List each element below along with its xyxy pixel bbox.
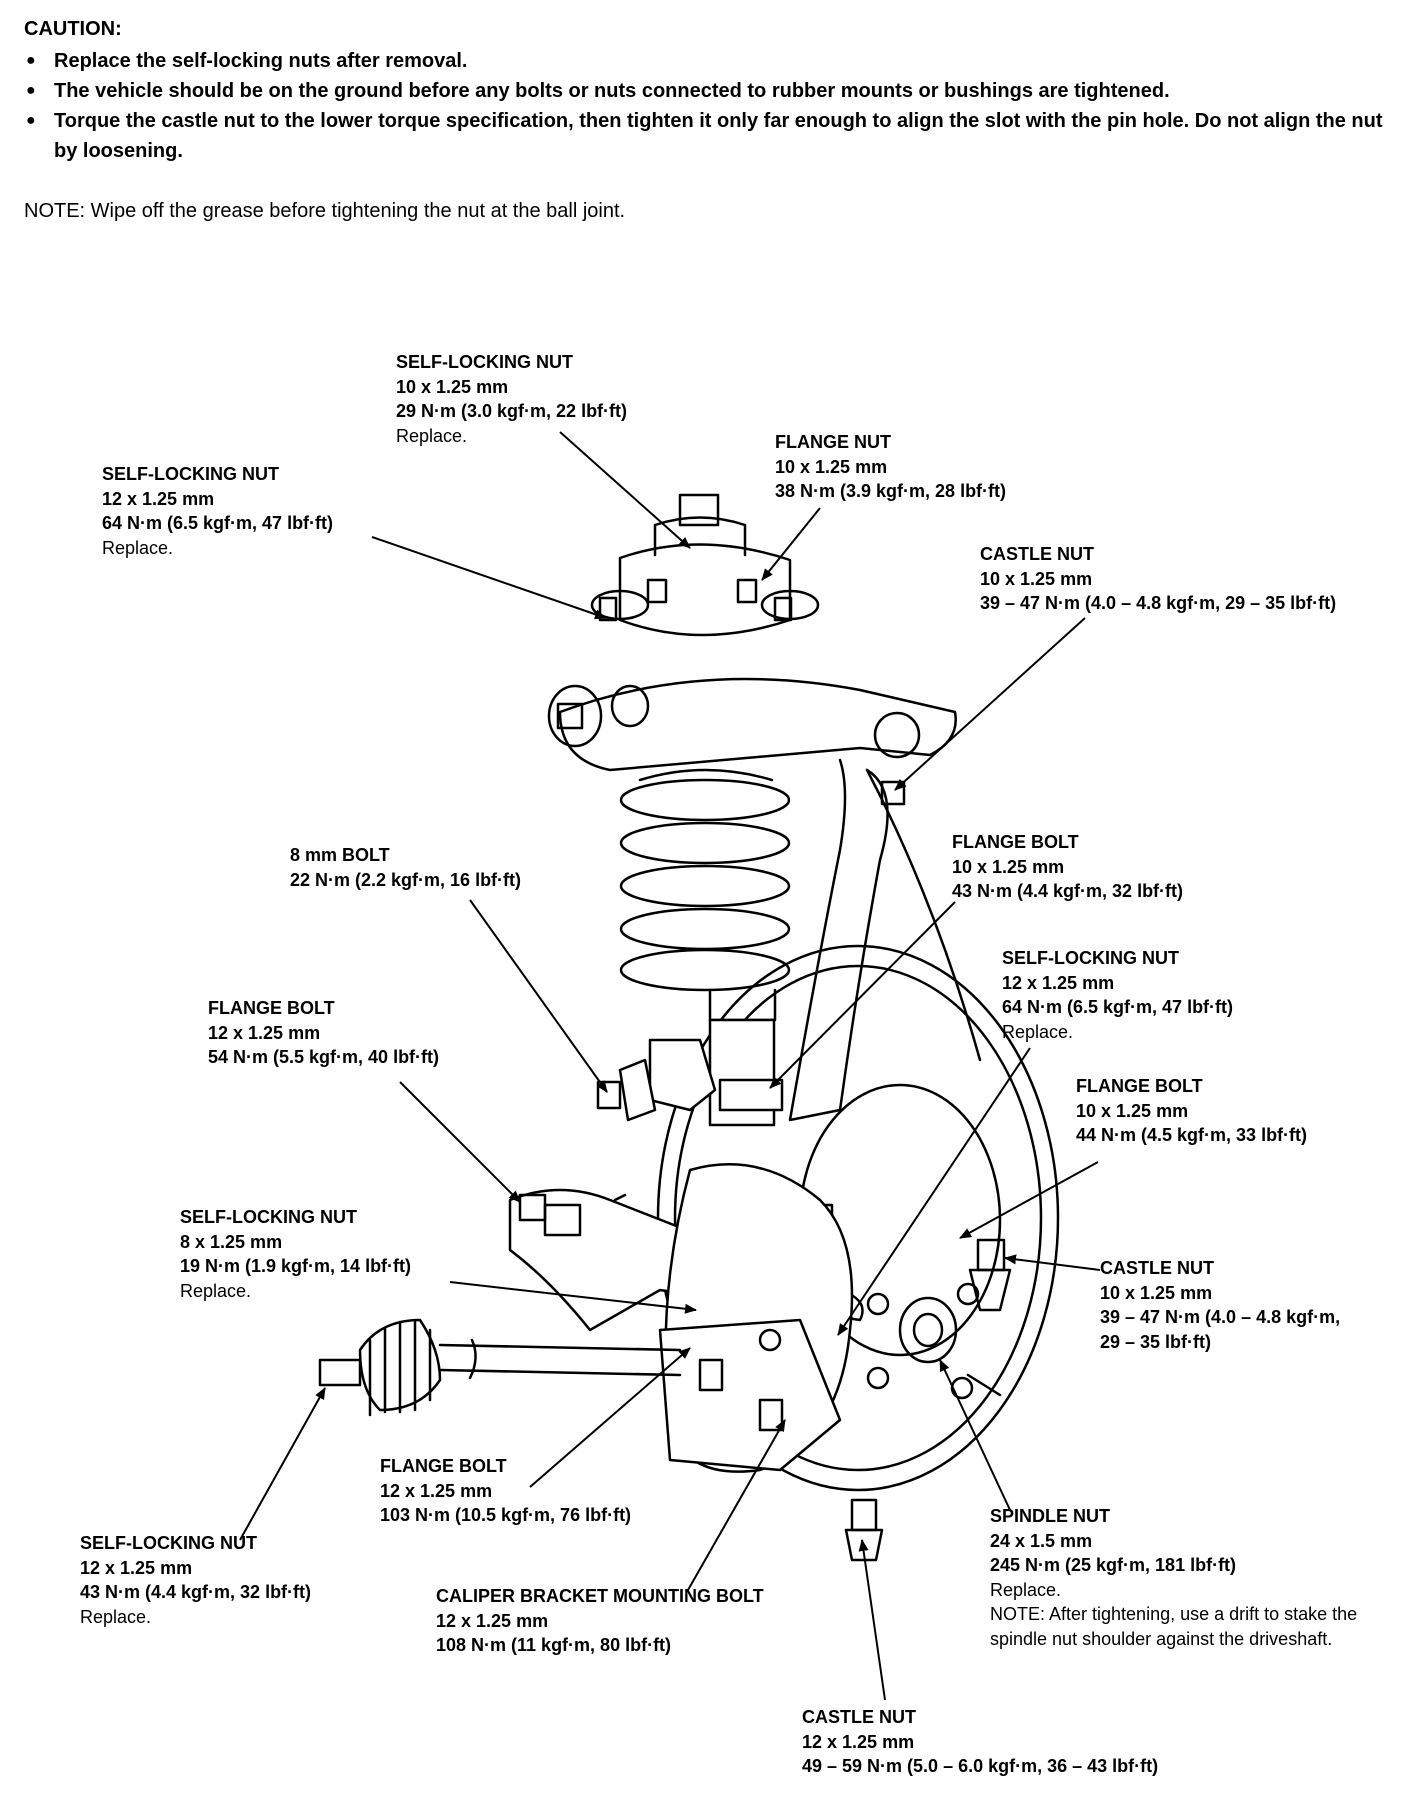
callout-self-locking-nut-upper: SELF-LOCKING NUT 10 x 1.25 mm 29 N·m (3.… bbox=[396, 352, 628, 446]
callout-self-locking-nut-radius-rod: SELF-LOCKING NUT 12 x 1.25 mm 43 N·m (4.… bbox=[80, 1533, 312, 1627]
leader-c1 bbox=[559, 431, 691, 549]
leader-c5 bbox=[469, 899, 608, 1093]
callout-flange-bolt-lower-arm: FLANGE BOLT 12 x 1.25 mm 54 N·m (5.5 kgf… bbox=[208, 998, 440, 1067]
suspension-illustration bbox=[318, 493, 1060, 1562]
callout-self-locking-nut-8mm: SELF-LOCKING NUT 8 x 1.25 mm 19 N·m (1.9… bbox=[180, 1207, 412, 1301]
leader-c11 bbox=[1004, 1254, 1101, 1271]
leader-c4 bbox=[894, 617, 1086, 791]
leader-c6 bbox=[769, 901, 956, 1089]
lower-arm-mount bbox=[543, 1203, 582, 1237]
callout-self-locking-nut-mount: SELF-LOCKING NUT 12 x 1.25 mm 64 N·m (6.… bbox=[102, 464, 334, 558]
upper-mount bbox=[590, 493, 820, 637]
caution-block: CAUTION: Replace the self-locking nuts a… bbox=[24, 14, 1394, 166]
grease-note: NOTE: Wipe off the grease before tighten… bbox=[24, 200, 626, 222]
callout-flange-bolt-knuckle: FLANGE BOLT 12 x 1.25 mm 103 N·m (10.5 k… bbox=[380, 1456, 632, 1525]
leader-c2 bbox=[761, 507, 821, 581]
leader-c14 bbox=[687, 1419, 786, 1591]
callout-self-locking-nut-link: SELF-LOCKING NUT 12 x 1.25 mm 64 N·m (6.… bbox=[1002, 948, 1234, 1042]
brake-caliper bbox=[658, 1318, 842, 1472]
coil-spring bbox=[619, 768, 791, 992]
callout-caliper-bracket-bolt: CALIPER BRACKET MOUNTING BOLT 12 x 1.25 … bbox=[436, 1586, 764, 1655]
leader-c13 bbox=[239, 1387, 326, 1541]
caution-item: Torque the castle nut to the lower torqu… bbox=[24, 106, 1394, 166]
caution-item: Replace the self-locking nuts after remo… bbox=[24, 46, 1394, 76]
driveshaft bbox=[318, 1318, 682, 1417]
callout-spindle-nut: SPINDLE NUT 24 x 1.5 mm 245 N·m (25 kgf·… bbox=[990, 1506, 1358, 1649]
leader-c7 bbox=[837, 1047, 1031, 1336]
leader-c10 bbox=[449, 1281, 697, 1314]
ball-joints bbox=[844, 1238, 1012, 1562]
leader-c15 bbox=[939, 1359, 1011, 1511]
callout-castle-nut-upper: CASTLE NUT 10 x 1.25 mm 39 – 47 N·m (4.0… bbox=[980, 544, 1337, 613]
leader-c16 bbox=[858, 1539, 886, 1701]
callout-flange-nut: FLANGE NUT 10 x 1.25 mm 38 N·m (3.9 kgf·… bbox=[775, 432, 1007, 501]
leader-lines bbox=[239, 431, 1101, 1701]
knuckle-upper-arm bbox=[788, 758, 982, 1122]
callout-flange-bolt-hub: FLANGE BOLT 10 x 1.25 mm 44 N·m (4.5 kgf… bbox=[1076, 1076, 1308, 1145]
upper-control-arm bbox=[547, 677, 957, 772]
caution-list: Replace the self-locking nuts after remo… bbox=[24, 46, 1394, 166]
fork bbox=[596, 1038, 784, 1122]
leader-c9 bbox=[959, 1161, 1099, 1239]
leader-c8 bbox=[399, 1081, 521, 1203]
caution-item: The vehicle should be on the ground befo… bbox=[24, 76, 1394, 106]
callout-flange-bolt-fork: FLANGE BOLT 10 x 1.25 mm 43 N·m (4.4 kgf… bbox=[952, 832, 1184, 901]
leader-c3 bbox=[371, 536, 607, 620]
callout-castle-nut-tie-rod: CASTLE NUT 10 x 1.25 mm 39 – 47 N·m (4.0… bbox=[1100, 1258, 1341, 1352]
callout-8mm-bolt: 8 mm BOLT 22 N·m (2.2 kgf·m, 16 lbf·ft) bbox=[290, 845, 522, 890]
leader-c12 bbox=[529, 1347, 691, 1488]
callout-castle-nut-lower: CASTLE NUT 12 x 1.25 mm 49 – 59 N·m (5.0… bbox=[802, 1707, 1159, 1776]
caution-title: CAUTION: bbox=[24, 18, 122, 40]
